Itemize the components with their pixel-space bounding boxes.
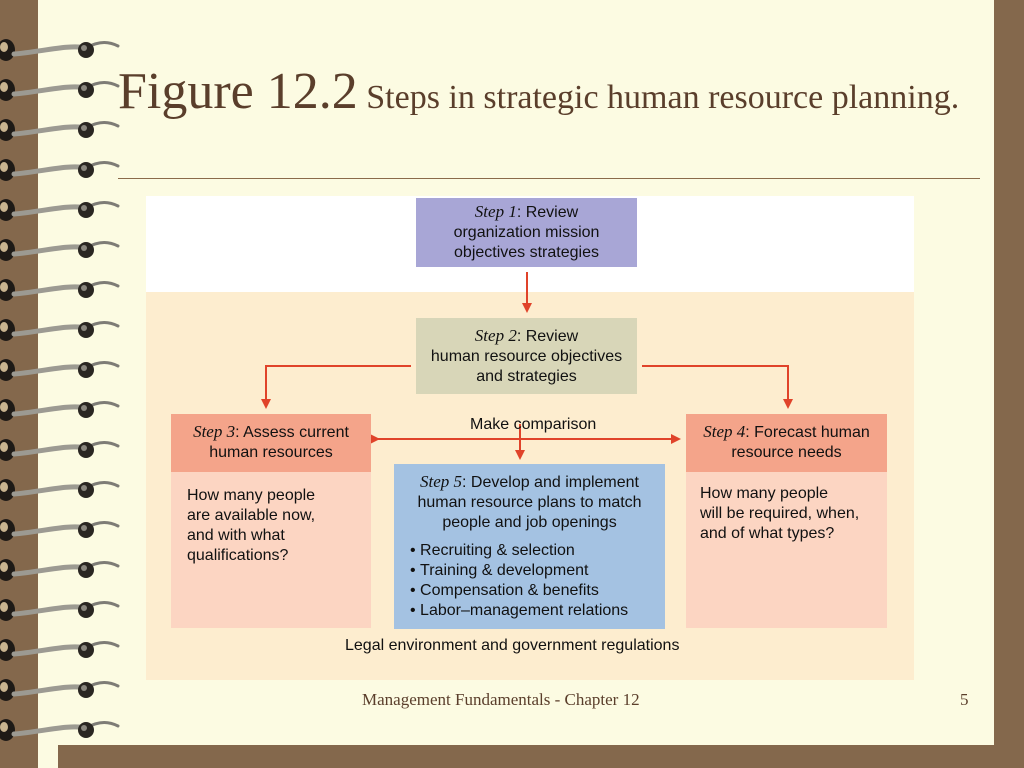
comparison-label: Make comparison: [470, 416, 597, 433]
binding-ring: [0, 239, 120, 261]
binding-ring: [0, 559, 120, 581]
binding-ring: [0, 439, 120, 461]
step4-box: Step 4: Forecast human resource needs: [686, 414, 887, 472]
step5-bullet: Compensation & benefits: [410, 581, 665, 601]
step1-description: organization mission objectives strategi…: [453, 224, 600, 261]
step3-question: How many people are available now, and w…: [171, 472, 371, 628]
binding-ring: [0, 279, 120, 301]
binding-ring: [0, 519, 120, 541]
slide-footer: Management Fundamentals - Chapter 12: [362, 690, 640, 709]
title-divider: [118, 178, 980, 179]
binding-ring: [0, 319, 120, 341]
step5-description: human resource plans to match people and…: [417, 494, 642, 531]
step2-label: Step 2: [474, 326, 517, 345]
binding-ring: [0, 719, 120, 741]
step5-label: Step 5: [419, 472, 463, 491]
binding-ring: [0, 679, 120, 701]
binding-ring: [0, 479, 120, 501]
slide-title: Figure 12.2 Steps in strategic human res…: [118, 62, 978, 122]
arrow-step2-to-step3: [261, 365, 411, 409]
step5-box: Step 5: Develop and implement human reso…: [394, 464, 665, 629]
step2-description: human resource objectives and strategies: [430, 348, 623, 385]
step4-title: : Forecast human: [745, 424, 870, 441]
binding-ring: [0, 199, 120, 221]
step5-bullet-list: Recruiting & selection Training & develo…: [394, 541, 665, 621]
binding-ring: [0, 39, 120, 61]
step3-box: Step 3: Assess current human resources: [171, 414, 371, 472]
step4-description: resource needs: [731, 444, 842, 461]
step3-description: human resources: [209, 444, 333, 461]
step2-box: Step 2: Review human resource objectives…: [416, 318, 637, 394]
slide-number: 5: [960, 690, 969, 709]
binding-ring: [0, 399, 120, 421]
binding-ring: [0, 159, 120, 181]
binding-ring: [0, 79, 120, 101]
title-figure-number: Figure 12.2: [118, 63, 358, 120]
step3-title: : Assess current: [235, 424, 349, 441]
step5-bullet: Recruiting & selection: [410, 541, 665, 561]
step1-box: Step 1: Review organization mission obje…: [416, 198, 637, 267]
binding-ring: [0, 359, 120, 381]
diagram-arrows: [261, 272, 793, 460]
step4-question: How many people will be required, when, …: [686, 472, 887, 628]
step1-label: Step 1: [474, 202, 517, 221]
step5-title: : Develop and implement: [462, 474, 639, 491]
step5-bullet: Labor–management relations: [410, 601, 665, 621]
step2-title: : Review: [516, 328, 579, 345]
step1-title: : Review: [516, 204, 579, 221]
hr-planning-diagram: Step 1: Review organization mission obje…: [146, 196, 914, 680]
environment-label: Legal environment and government regulat…: [345, 637, 680, 654]
binding-ring: [0, 639, 120, 661]
step4-label: Step 4: [703, 422, 746, 441]
arrow-step2-to-step4: [642, 365, 793, 409]
step5-bullet: Training & development: [410, 561, 665, 581]
step3-label: Step 3: [193, 422, 236, 441]
spiral-binding: [0, 0, 120, 768]
binding-ring: [0, 599, 120, 621]
binding-ring: [0, 119, 120, 141]
title-caption: Steps in strategic human resource planni…: [357, 79, 960, 116]
